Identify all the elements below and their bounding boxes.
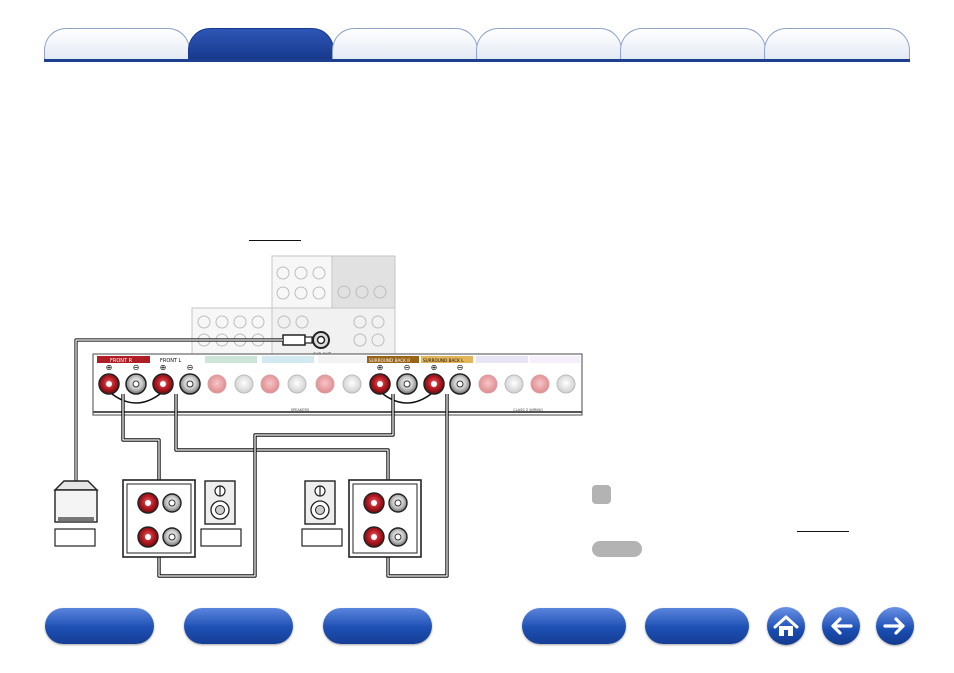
back-button[interactable] bbox=[822, 607, 860, 645]
sub-out-jack: SUB OUT bbox=[312, 331, 332, 357]
speaker-connection-diagram: SUB OUT FRONT R FRONT L SURROUND BACK R … bbox=[53, 255, 583, 578]
nav-button-1[interactable] bbox=[45, 608, 154, 644]
link-underline-right[interactable] bbox=[797, 531, 849, 532]
svg-text:⊖: ⊖ bbox=[187, 363, 194, 372]
svg-text:SURROUND BACK R: SURROUND BACK R bbox=[369, 358, 410, 363]
rear-panel-background bbox=[191, 255, 396, 355]
svg-text:SURROUND BACK L: SURROUND BACK L bbox=[423, 358, 464, 363]
tab-2[interactable] bbox=[188, 28, 334, 59]
surround-back-speaker-icon bbox=[301, 480, 343, 547]
svg-text:CLASS 2 WIRING: CLASS 2 WIRING bbox=[513, 408, 543, 412]
svg-text:⊖: ⊖ bbox=[133, 363, 140, 372]
subwoofer-label-box bbox=[54, 528, 96, 547]
svg-text:⊕: ⊕ bbox=[377, 363, 384, 372]
surround-speaker-label-box bbox=[301, 528, 343, 547]
link-underline-top[interactable] bbox=[249, 240, 301, 241]
nav-button-5[interactable] bbox=[645, 608, 749, 644]
svg-text:⊕: ⊕ bbox=[431, 363, 438, 372]
terminals-active bbox=[98, 373, 471, 395]
svg-text:⊕: ⊕ bbox=[160, 363, 167, 372]
surround-back-speaker-terminals bbox=[348, 479, 422, 558]
note-marker-square bbox=[592, 485, 611, 504]
front-speaker-icon bbox=[200, 480, 242, 547]
tab-6[interactable] bbox=[764, 28, 910, 59]
nav-button-2[interactable] bbox=[184, 608, 293, 644]
rca-plug bbox=[282, 334, 313, 346]
nav-button-4[interactable] bbox=[522, 608, 626, 644]
tab-5[interactable] bbox=[620, 28, 766, 59]
label-front-l: FRONT L bbox=[160, 358, 182, 364]
arrow-right-icon bbox=[883, 617, 905, 635]
nav-button-3[interactable] bbox=[323, 608, 432, 644]
tab-4[interactable] bbox=[476, 28, 622, 59]
speaker-cables bbox=[121, 394, 449, 578]
label-front-r bbox=[97, 356, 150, 363]
svg-text:⊖: ⊖ bbox=[404, 363, 411, 372]
forward-button[interactable] bbox=[876, 607, 914, 645]
note-marker-pill bbox=[592, 541, 642, 557]
home-button[interactable] bbox=[767, 607, 805, 645]
tab-bar bbox=[0, 0, 954, 64]
front-speaker-label-box bbox=[200, 528, 242, 547]
tab-divider-line bbox=[44, 59, 910, 62]
tab-1[interactable] bbox=[44, 28, 190, 59]
label-surround-back-r bbox=[367, 356, 419, 363]
tab-3[interactable] bbox=[332, 28, 478, 59]
subwoofer bbox=[53, 480, 99, 547]
svg-text:SPEAKERS: SPEAKERS bbox=[291, 408, 310, 412]
svg-text:⊕: ⊕ bbox=[106, 363, 113, 372]
arrow-left-icon bbox=[831, 617, 853, 635]
svg-text:⊖: ⊖ bbox=[457, 363, 464, 372]
terminals-inactive bbox=[207, 374, 576, 394]
front-speaker-terminals bbox=[122, 479, 196, 558]
label-surround-back-l bbox=[421, 356, 473, 363]
home-icon bbox=[773, 615, 799, 636]
svg-text:FRONT R: FRONT R bbox=[110, 358, 133, 364]
